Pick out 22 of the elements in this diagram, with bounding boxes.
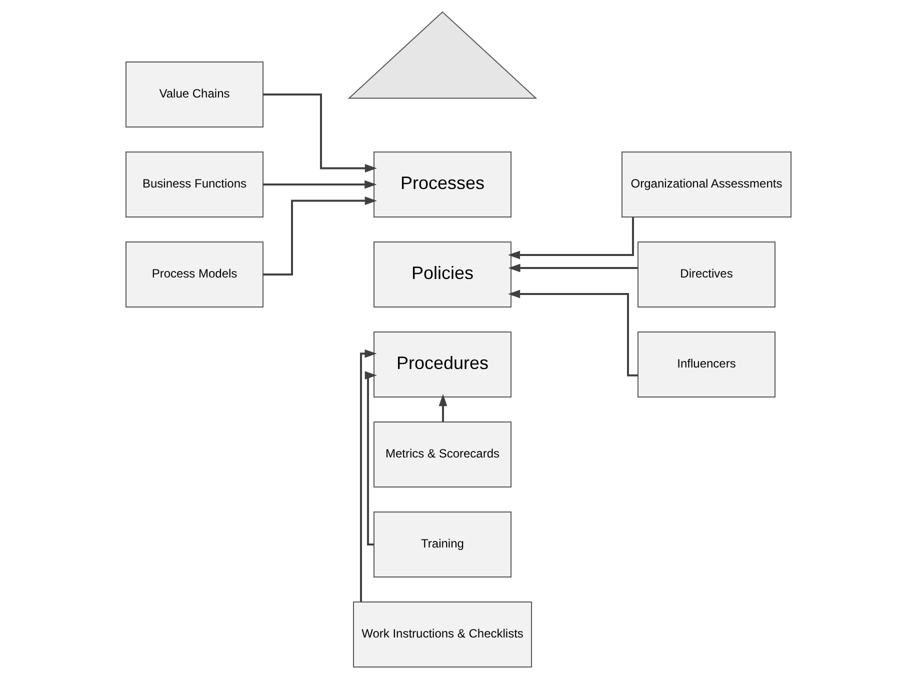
arrow (438, 394, 447, 422)
node-box: Metrics & Scorecards (373, 422, 511, 488)
node-box: Organizational Assessments (621, 152, 791, 218)
arrow (508, 290, 638, 376)
node-box: Business Functions (125, 152, 263, 218)
node-box: Work Instructions & Checklists (352, 602, 532, 668)
node-box: Value Chains (125, 62, 263, 128)
node-box: Directives (637, 242, 775, 308)
arrow (262, 196, 376, 276)
node-box: Policies (373, 242, 511, 308)
arrow (507, 217, 634, 260)
arrow (508, 264, 638, 272)
node-box: Processes (373, 152, 511, 218)
arrow (364, 371, 376, 546)
node-box: Influencers (637, 332, 775, 398)
node-box: Process Models (125, 242, 263, 308)
node-triangle (347, 11, 537, 99)
node-box: Procedures (373, 332, 511, 398)
arrow (262, 180, 376, 189)
arrow (262, 94, 376, 172)
arrow (360, 349, 376, 602)
node-box: Training (373, 512, 511, 578)
